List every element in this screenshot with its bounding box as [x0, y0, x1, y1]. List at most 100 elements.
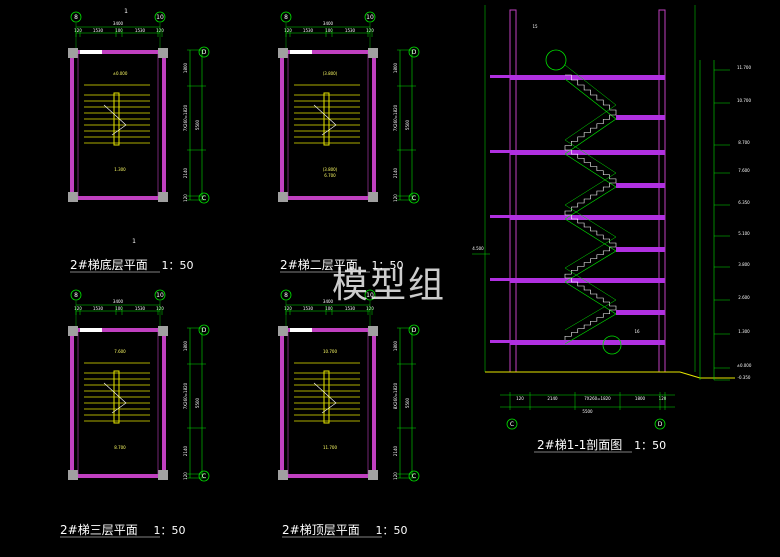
dim-text: 3400	[113, 21, 124, 26]
wall-top	[280, 328, 376, 332]
plan-title-third: 2#梯三层平面 1：50	[60, 521, 186, 538]
elevation-label: 11.700	[323, 445, 337, 450]
elevation-label: 8.700	[114, 445, 126, 450]
column	[158, 192, 168, 202]
wall-top	[280, 50, 376, 54]
axis-label: 8	[74, 14, 78, 21]
elevation-label: 10.700	[323, 349, 337, 354]
section-scale-text: 1：50	[634, 439, 667, 452]
dim-text: 120	[183, 472, 188, 480]
stair-flight	[564, 182, 616, 215]
dim-text: 7X260=1820	[584, 396, 611, 401]
dim-text: 2140	[183, 167, 188, 178]
dim-text: 7X260=1820	[393, 104, 398, 131]
wall-bottom	[280, 196, 376, 200]
dim-text: 5500	[405, 397, 410, 408]
handrail	[564, 299, 617, 331]
plan-title-top: 2#梯顶层平面 1：50	[282, 521, 408, 538]
dim-text: 120	[393, 472, 398, 480]
stair-flight	[564, 246, 616, 278]
level-label: 8.700	[738, 140, 750, 145]
axis-bubble	[408, 192, 420, 204]
dim-text: 100	[325, 306, 333, 311]
plan-title-ground: 2#梯底层平面 1：50	[70, 256, 194, 273]
plan-title-text: 2#梯底层平面	[70, 258, 148, 272]
flight-slab	[564, 186, 617, 220]
level-label: 5.100	[738, 231, 750, 236]
column	[368, 470, 378, 480]
axis-label: C	[412, 473, 416, 480]
floor-slab-left	[490, 340, 510, 343]
section-title: 2#梯1-1剖面图 1：50	[537, 436, 666, 453]
dim-text: 120	[393, 194, 398, 202]
level-label: 1.300	[738, 329, 750, 334]
stair-flight	[564, 114, 616, 150]
dim-text: 120	[516, 396, 524, 401]
wall-bottom	[70, 474, 166, 478]
plan-scale-text: 1：50	[375, 524, 408, 537]
column	[278, 48, 288, 58]
handrail	[564, 204, 617, 238]
handrail	[564, 139, 617, 174]
dim-text: 120	[74, 28, 82, 33]
axis-bubble	[198, 192, 210, 204]
dim-text: 1800	[393, 62, 398, 73]
plan-title-text: 2#梯顶层平面	[282, 523, 360, 537]
level-label: ±0.000	[737, 363, 752, 368]
column	[368, 192, 378, 202]
dim-text: 1530	[93, 306, 104, 311]
level-label: 10.700	[737, 98, 751, 103]
column	[158, 470, 168, 480]
handrail	[564, 236, 617, 269]
axis-label: C	[412, 195, 416, 202]
column	[278, 326, 288, 336]
window	[80, 328, 102, 332]
column	[368, 48, 378, 58]
axis-bubble	[154, 11, 166, 23]
floor-slab-left	[490, 150, 510, 153]
landing-slab	[616, 310, 665, 315]
axis-label: D	[412, 49, 417, 56]
detail-label: 16	[634, 329, 640, 334]
dim-text: 8X260=1820	[393, 382, 398, 409]
dim-text: 3400	[323, 21, 334, 26]
watermark: 模型组	[332, 265, 447, 306]
handrail	[564, 172, 617, 206]
level-label: 3.800	[738, 262, 750, 267]
column	[68, 48, 78, 58]
walk-arrow	[103, 104, 127, 136]
flight-slab	[564, 218, 617, 252]
column	[368, 326, 378, 336]
plan-scale-text: 1：50	[161, 259, 194, 272]
dim-text: 120	[156, 306, 164, 311]
wall-left	[70, 328, 74, 478]
stair-flight	[565, 74, 617, 115]
level-label: 4.500	[472, 246, 484, 251]
wall-left	[280, 328, 284, 478]
dim-text: 1530	[135, 28, 146, 33]
flight-slab	[564, 250, 617, 283]
axis-bubble	[280, 289, 292, 301]
floor-slab	[510, 150, 665, 155]
wall-top	[70, 328, 166, 332]
window	[80, 50, 102, 54]
dim-text: 5500	[195, 397, 200, 408]
elevation-label: (3.800)	[323, 167, 338, 172]
column	[278, 192, 288, 202]
wall-right	[162, 328, 166, 478]
column	[278, 470, 288, 480]
axis-bubble	[364, 11, 376, 23]
dim-text: 120	[74, 306, 82, 311]
flight-slab	[564, 118, 617, 155]
stair-flight	[564, 309, 616, 340]
dim-text: 2140	[393, 445, 398, 456]
axis-bubble	[408, 470, 420, 482]
axis-label: D	[658, 421, 663, 428]
section-mark: 1	[124, 8, 128, 15]
floor-slab	[510, 215, 665, 220]
floor-slab-left	[490, 215, 510, 218]
